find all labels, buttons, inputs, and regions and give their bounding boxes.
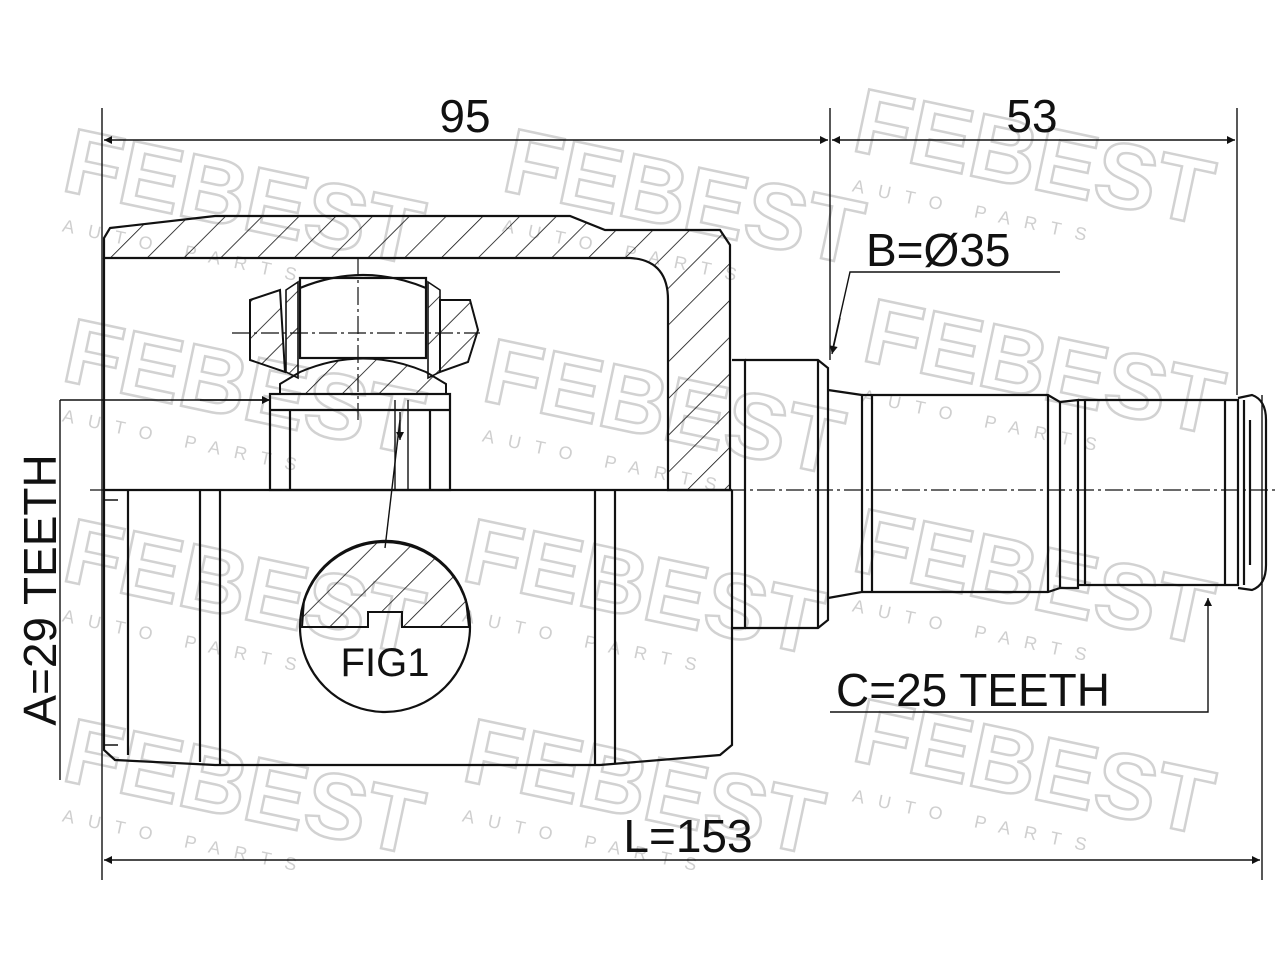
dim-95-label: 95 (439, 90, 490, 142)
fig1-detail: FIG1 (298, 412, 472, 714)
housing-section (102, 214, 732, 492)
watermark-group: FEBEST AUTO PARTS FEBEST AUTO PARTS FEBE… (55, 69, 1234, 878)
fig1-label: FIG1 (341, 641, 430, 685)
dimension-lines (104, 136, 1260, 864)
dim-c-label: C=25 TEETH (836, 664, 1110, 716)
dim-l-label: L=153 (623, 810, 752, 862)
tripod-assembly (232, 258, 480, 492)
dim-53-label: 53 (1006, 90, 1057, 142)
dim-b-label: B=Ø35 (866, 224, 1011, 276)
output-shaft (732, 358, 1268, 630)
dim-a-label: A=29 TEETH (14, 454, 66, 725)
dim-c-leader (830, 598, 1212, 713)
housing-outline (102, 258, 734, 767)
